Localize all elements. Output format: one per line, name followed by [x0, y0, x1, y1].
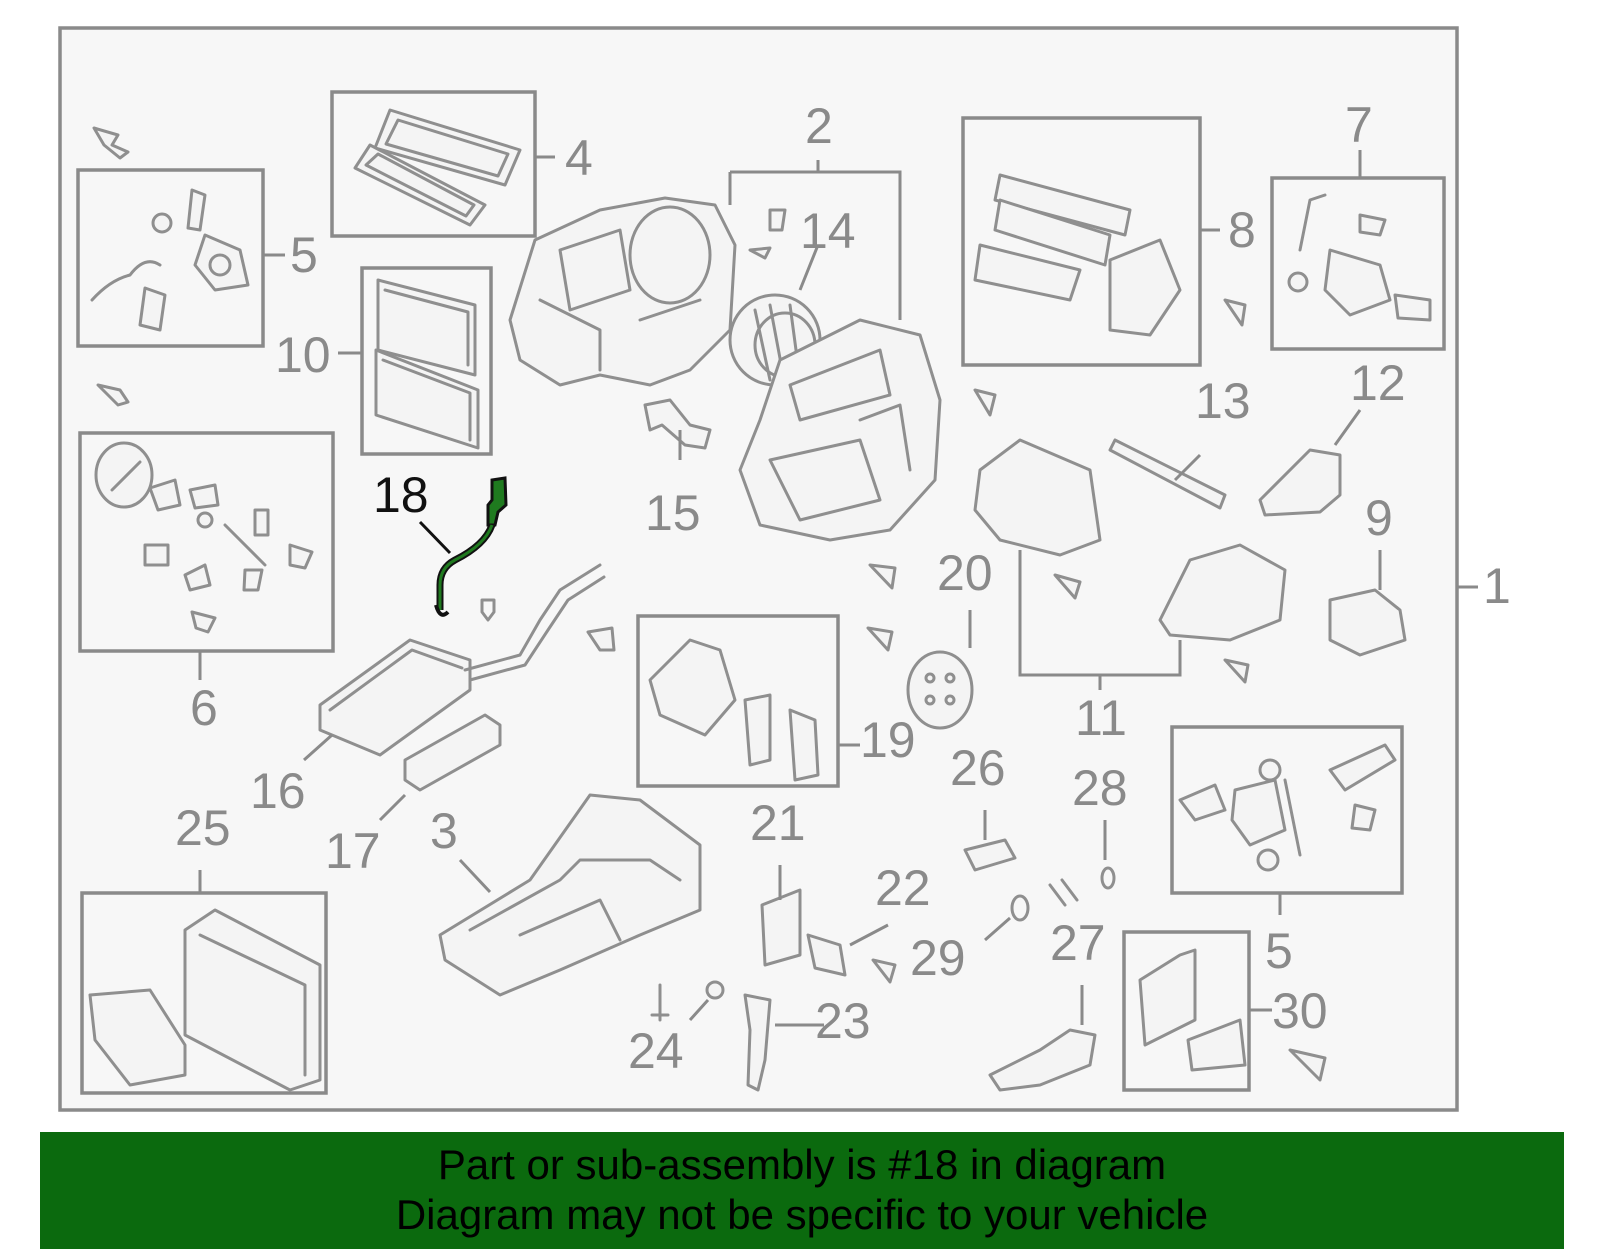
label-5-right: 5 [1265, 923, 1293, 979]
label-21: 21 [750, 795, 806, 851]
part-25-drawing [88, 908, 322, 1092]
part-15-drawing [643, 398, 712, 450]
label-15: 15 [645, 485, 701, 541]
label-17: 17 [325, 823, 381, 879]
notice-line-1: Part or sub-assembly is #18 in diagram [437, 1141, 1167, 1188]
notice-banner: Part or sub-assembly is #18 in diagram D… [40, 1132, 1564, 1249]
part-23-drawing [743, 993, 772, 1092]
label-5-top: 5 [290, 227, 318, 283]
part-27-drawing [988, 1028, 1097, 1092]
label-3: 3 [430, 803, 458, 859]
label-7: 7 [1345, 97, 1373, 153]
part-5-right-drawing [1178, 743, 1397, 872]
part-29-drawing [1010, 894, 1030, 922]
part-5-top-drawing [90, 126, 250, 332]
part-9-drawing [1328, 588, 1407, 657]
part-26-drawing [963, 838, 1017, 872]
label-13: 13 [1195, 373, 1251, 429]
label-24: 24 [628, 1023, 684, 1079]
part-12-drawing [1258, 448, 1342, 517]
label-18-highlighted: 18 [373, 467, 429, 523]
part-13-drawing [1108, 438, 1227, 510]
part-4-drawing [353, 108, 522, 227]
part-2-drawing [508, 196, 787, 387]
part-19-drawing [648, 638, 820, 782]
part-30-drawing [1138, 948, 1197, 1047]
label-30: 30 [1272, 983, 1328, 1039]
part-18-small-clip [480, 598, 496, 622]
part-6-drawing [94, 441, 314, 634]
part-7-drawing [1287, 193, 1432, 322]
label-8: 8 [1228, 202, 1256, 258]
label-10: 10 [275, 327, 331, 383]
part-22-drawing [806, 933, 847, 977]
part-8-drawing [973, 173, 1182, 337]
label-27: 27 [1050, 915, 1106, 971]
label-29: 29 [910, 930, 966, 986]
part-10-drawing [374, 278, 480, 450]
label-11: 11 [1075, 690, 1127, 746]
part-11-drawing [973, 438, 1287, 642]
label-19: 19 [860, 712, 916, 768]
part-18-leader [418, 520, 452, 555]
part-24-screw [650, 983, 670, 1022]
part-16-drawing [318, 563, 606, 757]
part-28-drawing [1100, 866, 1116, 890]
label-9: 9 [1365, 490, 1393, 546]
label-16: 16 [250, 763, 306, 819]
label-4: 4 [565, 130, 593, 186]
label-23: 23 [815, 993, 871, 1049]
bolts [96, 298, 1327, 1082]
part-29-pins [1048, 878, 1079, 907]
part-21-drawing [760, 888, 802, 967]
label-22: 22 [875, 860, 931, 916]
leader-lines [198, 150, 1478, 1027]
part-3-drawing [438, 793, 702, 997]
label-1: 1 [1483, 558, 1511, 614]
part-20-drawing [906, 650, 974, 730]
label-14: 14 [800, 203, 856, 259]
part-17-drawing [403, 713, 502, 792]
label-25: 25 [175, 800, 231, 856]
notice-line-2: Diagram may not be specific to your vehi… [395, 1191, 1209, 1238]
label-6: 6 [190, 680, 218, 736]
label-2: 2 [805, 98, 833, 154]
label-26: 26 [950, 740, 1006, 796]
part-2-housing-right [738, 318, 942, 542]
part-24-drawing [705, 980, 725, 1000]
part-18-drawing [434, 476, 508, 617]
part-30-pad [1186, 1018, 1247, 1072]
label-28: 28 [1072, 760, 1128, 816]
label-12: 12 [1350, 355, 1406, 411]
label-20: 20 [937, 545, 993, 601]
